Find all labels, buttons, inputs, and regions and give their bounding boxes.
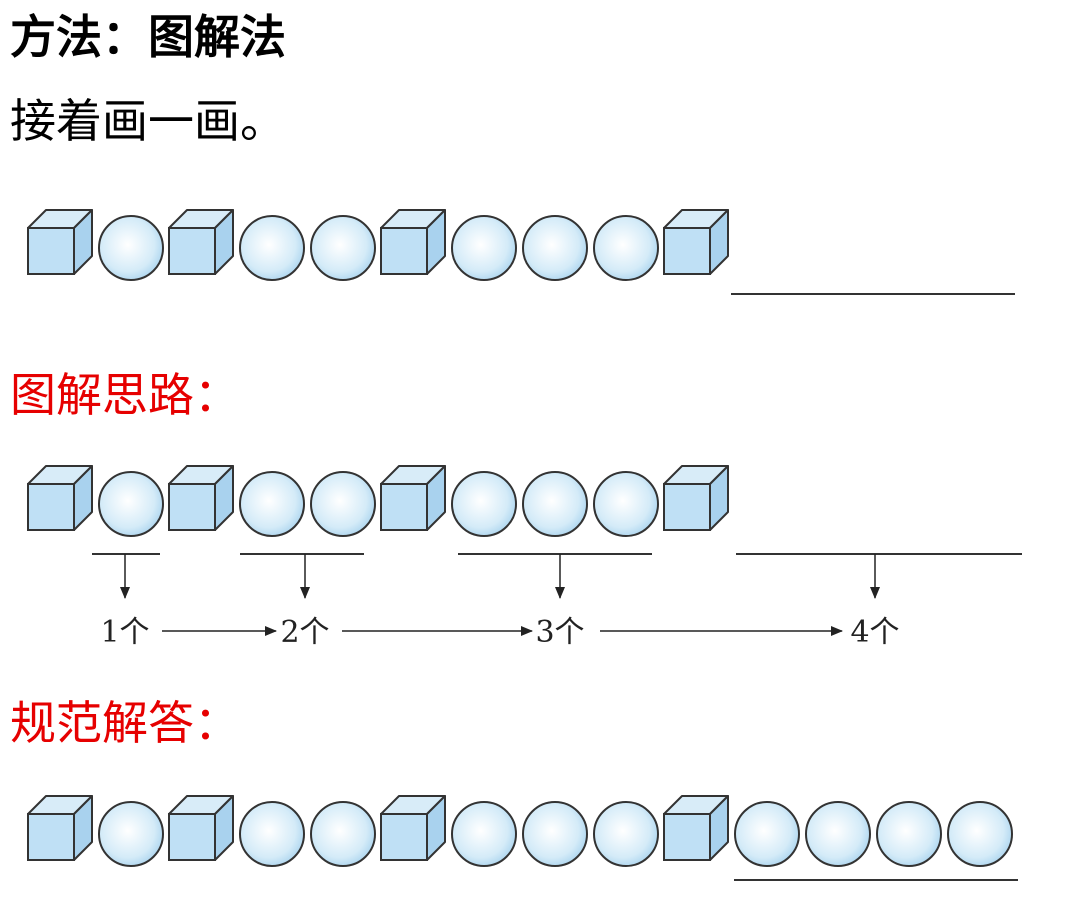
cube-icon xyxy=(380,465,446,531)
answer-heading: 规范解答： xyxy=(10,696,240,750)
thinking-heading: 图解思路： xyxy=(10,368,240,422)
cube-icon xyxy=(663,795,729,861)
answer-pattern xyxy=(27,795,1018,881)
cube-icon xyxy=(168,209,234,275)
cube-icon xyxy=(27,209,93,275)
sphere-icon xyxy=(734,801,800,867)
cube-icon xyxy=(380,795,446,861)
sphere-icon xyxy=(98,471,164,537)
group-count-label: 3个 xyxy=(535,615,584,650)
sphere-icon xyxy=(98,215,164,281)
cube-icon xyxy=(663,209,729,275)
cube-icon xyxy=(168,795,234,861)
method-heading: 方法：图解法 xyxy=(10,10,286,64)
cube-icon xyxy=(27,465,93,531)
sphere-icon xyxy=(239,215,305,281)
cube-icon xyxy=(27,795,93,861)
group-count-label: 2个 xyxy=(280,615,329,650)
sphere-icon xyxy=(239,801,305,867)
sphere-icon xyxy=(593,801,659,867)
sphere-icon xyxy=(310,471,376,537)
thinking-diagram: 1个 2个 3个 4个 xyxy=(27,465,1022,650)
sphere-icon xyxy=(876,801,942,867)
sphere-icon xyxy=(522,801,588,867)
sphere-icon xyxy=(239,471,305,537)
sphere-icon xyxy=(805,801,871,867)
sphere-icon xyxy=(451,801,517,867)
cube-icon xyxy=(168,465,234,531)
sphere-icon xyxy=(451,471,517,537)
sphere-icon xyxy=(98,801,164,867)
cube-icon xyxy=(380,209,446,275)
sphere-icon xyxy=(522,215,588,281)
sphere-icon xyxy=(522,471,588,537)
sphere-icon xyxy=(451,215,517,281)
sphere-icon xyxy=(593,215,659,281)
instruction-text: 接着画一画。 xyxy=(10,94,286,148)
sphere-icon xyxy=(310,801,376,867)
sphere-icon xyxy=(593,471,659,537)
cube-icon xyxy=(663,465,729,531)
sphere-icon xyxy=(947,801,1013,867)
group-count-label: 4个 xyxy=(850,615,899,650)
group-count-label: 1个 xyxy=(100,615,149,650)
sphere-icon xyxy=(310,215,376,281)
question-pattern xyxy=(27,209,1015,295)
